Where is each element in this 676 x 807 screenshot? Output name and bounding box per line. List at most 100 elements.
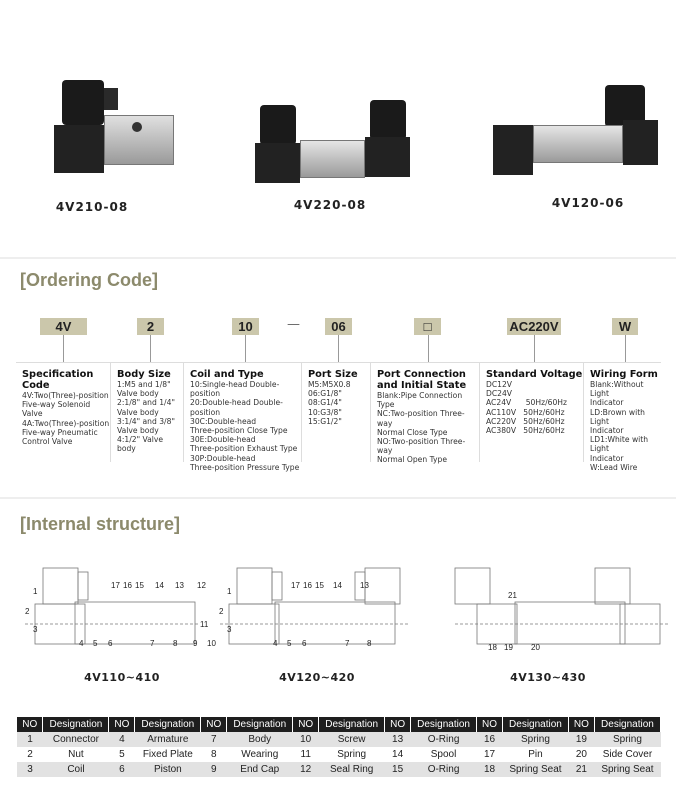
spec-line: 15:G1/2" xyxy=(308,416,342,426)
code-box-port: 06 xyxy=(325,318,352,335)
part-number-callout: 13 xyxy=(360,581,369,590)
spec-line: 30E:Double-head xyxy=(190,435,256,445)
diagram-caption: 4V110~410 xyxy=(84,671,160,684)
col-heading: Wiring Form xyxy=(590,369,658,380)
part-number: 13 xyxy=(384,732,411,747)
part-number: 4 xyxy=(108,732,135,747)
part-number-callout: 2 xyxy=(25,607,30,616)
part-number-callout: 17 xyxy=(111,581,120,590)
col-heading: Standard Voltage xyxy=(486,369,583,380)
connector-line xyxy=(245,335,246,362)
product-label: 4V120-06 xyxy=(551,196,625,210)
spec-line: 20:Double-head Double-position xyxy=(190,398,283,417)
part-designation: Spring Seat xyxy=(502,762,569,777)
product-image-4v210 xyxy=(40,70,180,180)
spec-line: 10:G3/8" xyxy=(308,407,342,417)
spec-line: Indicator xyxy=(590,453,624,463)
spec-line: AC380V 50Hz/60Hz xyxy=(486,426,565,436)
part-number-callout: 8 xyxy=(367,639,372,648)
part-number: 20 xyxy=(575,749,587,760)
part-number-callout: 5 xyxy=(287,639,292,648)
part-number: 1 xyxy=(17,732,43,747)
part-number-callout: 1 xyxy=(227,587,232,596)
part-number: 21 xyxy=(568,762,595,777)
spec-line: Indicator xyxy=(590,426,624,436)
column-header: NO xyxy=(384,717,412,732)
part-designation: Spool xyxy=(430,749,457,760)
column-header: NO xyxy=(17,717,44,732)
spec-line: Five-way Solenoid Valve xyxy=(22,400,91,419)
connector-line xyxy=(428,335,429,362)
part-designation: Coil xyxy=(42,762,109,777)
spec-line: Three-position Exhaust Type xyxy=(190,444,298,454)
code-box-spec: 4V xyxy=(40,318,87,335)
part-number: 17 xyxy=(483,749,496,760)
spec-line: AC24V 50Hz/60Hz xyxy=(486,398,567,408)
spec-line: Three-position Close Type xyxy=(190,426,288,436)
connector-line xyxy=(150,335,151,362)
part-number-callout: 13 xyxy=(175,581,184,590)
spec-line: NO:Two-position Three-way xyxy=(377,437,466,456)
column-header: Designation xyxy=(410,717,478,732)
diagram-caption: 4V120~420 xyxy=(279,671,355,684)
spec-line: LD1:White with Light xyxy=(590,435,649,454)
part-designation: Spring xyxy=(502,732,569,747)
spec-line: AC110V 50Hz/60Hz xyxy=(486,407,565,417)
part-number-callout: 10 xyxy=(207,639,216,648)
part-number-callout: 7 xyxy=(345,639,350,648)
product-image-4v120 xyxy=(485,80,665,190)
part-number: 8 xyxy=(211,749,217,760)
divider xyxy=(0,257,676,259)
code-box-coil: 10 xyxy=(232,318,259,335)
part-number: 14 xyxy=(392,749,404,760)
part-designation: Spring xyxy=(337,749,367,760)
part-number: 9 xyxy=(200,762,227,777)
part-designation: Spring Seat xyxy=(594,762,661,777)
spec-line: 4V:Two(Three)-position xyxy=(22,391,109,400)
connector-line xyxy=(625,335,626,362)
spec-line: Five-way Pneumatic xyxy=(22,427,98,437)
col-heading: Body Size xyxy=(117,369,171,380)
part-number-callout: 20 xyxy=(531,643,540,652)
part-number-callout: 19 xyxy=(504,643,513,652)
column-header: Designation xyxy=(134,717,202,732)
product-label: 4V210-08 xyxy=(55,200,129,214)
spec-line: 1:M5 and 1/8" xyxy=(117,380,171,389)
part-designation: Screw xyxy=(318,732,385,747)
part-number: 19 xyxy=(568,732,595,747)
code-dash: — xyxy=(287,317,300,332)
spec-line: NC:Two-position Three-way xyxy=(377,409,465,428)
part-number-callout: 14 xyxy=(155,581,164,590)
spec-line: 3:1/4" and 3/8" xyxy=(117,416,175,426)
spec-line: DC12V xyxy=(486,380,513,389)
part-number: 2 xyxy=(27,749,33,760)
spec-line: 30P:Double-head xyxy=(190,453,256,463)
part-number-callout: 12 xyxy=(197,581,206,590)
spec-line: Normal Open Type xyxy=(377,455,448,465)
part-number: 11 xyxy=(300,749,311,760)
part-designation: End Cap xyxy=(226,762,293,777)
part-number-callout: 8 xyxy=(173,639,178,648)
col-heading: Coil and Type xyxy=(190,369,264,380)
part-number-callout: 16 xyxy=(303,581,312,590)
spec-line: Valve body xyxy=(117,407,159,417)
column-header: Designation xyxy=(226,717,294,732)
spec-line: 2:1/8" and 1/4" xyxy=(117,398,175,408)
column-header: Designation xyxy=(594,717,662,732)
spec-line: 08:G1/4" xyxy=(308,398,342,408)
spec-line: LD:Brown with Light xyxy=(590,407,645,426)
part-number-callout: 5 xyxy=(93,639,98,648)
part-number-callout: 2 xyxy=(219,607,224,616)
internal-structure-title: [Internal structure] xyxy=(20,514,181,534)
part-number-callout: 1 xyxy=(33,587,38,596)
column-header: NO xyxy=(292,717,320,732)
part-number-callout: 3 xyxy=(33,625,38,634)
column-header: Designation xyxy=(502,717,569,732)
part-number-callout: 15 xyxy=(135,581,144,590)
